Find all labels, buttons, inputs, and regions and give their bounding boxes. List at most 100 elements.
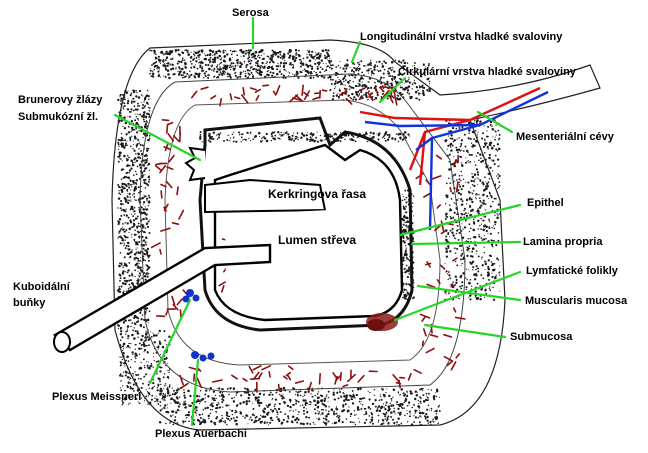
stipple-dot <box>143 239 146 241</box>
stipple-dot <box>214 394 217 397</box>
stipple-dot <box>461 164 464 166</box>
stipple-dot <box>271 55 274 58</box>
stipple-dot <box>138 113 140 116</box>
stipple-dot <box>362 94 365 96</box>
stipple-dot <box>325 418 328 421</box>
stipple-dot <box>152 366 154 368</box>
stipple-dot <box>401 93 404 96</box>
stipple-dot <box>117 220 119 222</box>
stipple-dot <box>360 388 362 391</box>
stipple-dot <box>168 76 171 80</box>
muscle-fiber-stroke <box>231 374 238 380</box>
stipple-dot <box>164 66 167 69</box>
stipple-dot <box>268 61 271 64</box>
stipple-dot <box>382 135 385 138</box>
stipple-dot <box>183 389 185 391</box>
stipple-dot <box>392 396 394 398</box>
stipple-dot <box>133 105 136 108</box>
stipple-dot <box>128 274 131 277</box>
stipple-dot <box>420 93 422 95</box>
stipple-dot <box>180 61 183 63</box>
stipple-dot <box>466 160 468 162</box>
stipple-dot <box>477 208 479 210</box>
stipple-dot <box>117 160 120 163</box>
stipple-dot <box>413 403 415 406</box>
stipple-dot <box>136 389 140 392</box>
stipple-dot <box>119 202 123 206</box>
stipple-dot <box>449 130 452 133</box>
stipple-dot <box>402 59 405 62</box>
stipple-dot <box>170 68 173 71</box>
muscle-fiber-stroke <box>426 260 431 268</box>
stipple-dot <box>130 100 133 103</box>
stipple-dot <box>487 268 490 271</box>
stipple-dot <box>445 212 448 216</box>
stipple-dot <box>131 161 134 164</box>
stipple-dot <box>118 156 120 158</box>
stipple-dot <box>137 96 141 99</box>
stipple-dot <box>382 419 385 422</box>
stipple-dot <box>150 49 153 52</box>
stipple-dot <box>273 132 275 134</box>
stipple-dot <box>224 71 227 73</box>
stipple-dot <box>492 275 494 278</box>
stipple-dot <box>248 137 250 140</box>
stipple-dot <box>483 142 487 145</box>
stipple-dot <box>477 173 480 176</box>
stipple-dot <box>207 414 211 418</box>
stipple-dot <box>283 132 285 134</box>
stipple-dot <box>467 238 469 240</box>
stipple-dot <box>123 290 125 292</box>
stipple-dot <box>261 61 264 65</box>
stipple-dot <box>391 95 394 98</box>
stipple-dot <box>403 215 406 218</box>
stipple-dot <box>230 62 233 65</box>
stipple-dot <box>126 328 129 330</box>
stipple-dot <box>280 135 282 137</box>
stipple-dot <box>152 356 154 358</box>
stipple-dot <box>404 88 407 91</box>
stipple-dot <box>464 145 467 148</box>
stipple-dot <box>133 149 136 152</box>
stipple-dot <box>316 418 318 420</box>
stipple-dot <box>326 59 328 61</box>
stipple-dot <box>413 421 416 423</box>
stipple-dot <box>250 133 252 135</box>
stipple-dot <box>154 57 158 60</box>
stipple-dot <box>450 134 453 137</box>
stipple-dot <box>434 392 436 394</box>
stipple-dot <box>288 137 291 141</box>
stipple-dot <box>452 216 455 219</box>
stipple-dot <box>152 332 154 334</box>
stipple-dot <box>159 62 162 64</box>
stipple-dot <box>413 397 417 401</box>
stipple-dot <box>144 213 146 215</box>
muscle-fiber-stroke <box>421 340 425 347</box>
muscle-fiber-stroke <box>450 284 457 288</box>
stipple-dot <box>328 66 331 69</box>
stipple-dot <box>147 90 149 92</box>
mucosa-outline <box>198 116 414 332</box>
stipple-dot <box>151 387 154 390</box>
stipple-dot <box>405 236 408 238</box>
stipple-dot <box>143 351 145 353</box>
stipple-dot <box>472 143 475 146</box>
stipple-dot <box>137 262 139 264</box>
stipple-dot <box>428 63 430 65</box>
stipple-dot <box>458 298 461 300</box>
stipple-dot <box>121 349 124 352</box>
stipple-dot <box>142 341 145 344</box>
stipple-dot <box>131 128 134 131</box>
stipple-dot <box>123 214 126 216</box>
stipple-dot <box>132 215 135 218</box>
stipple-dot <box>375 61 378 63</box>
stipple-dot <box>459 193 462 196</box>
stipple-dot <box>119 279 121 282</box>
stipple-dot <box>485 225 488 229</box>
stipple-dot <box>487 265 490 268</box>
stipple-dot <box>122 352 125 355</box>
stipple-dot <box>483 125 485 127</box>
stipple-dot <box>124 279 126 282</box>
stipple-dot <box>425 413 428 416</box>
stipple-dot <box>122 177 125 179</box>
